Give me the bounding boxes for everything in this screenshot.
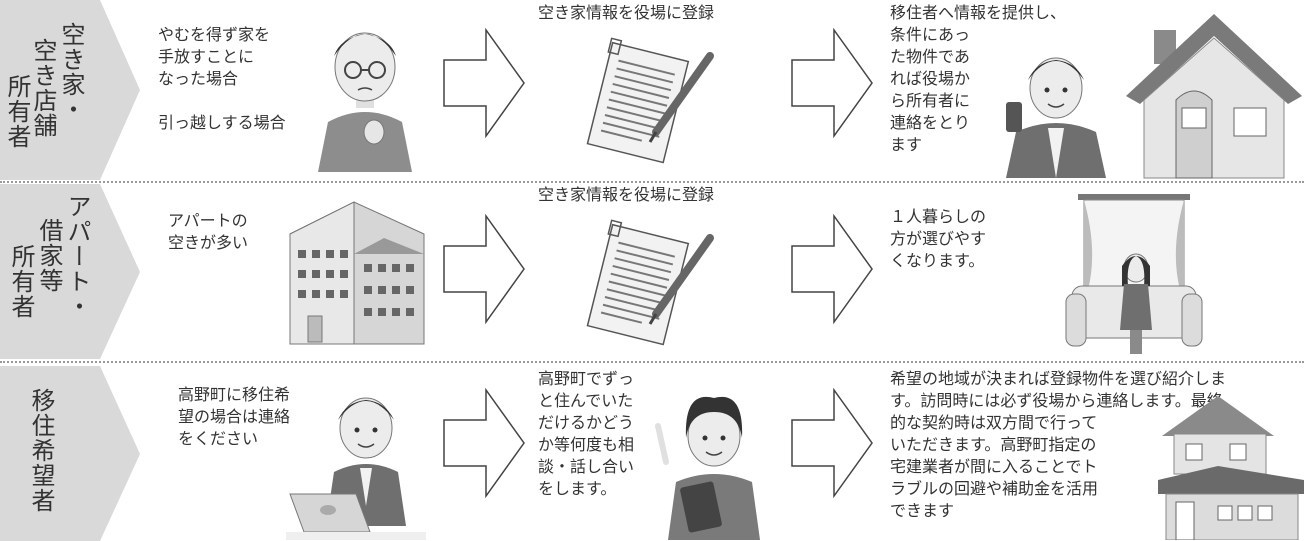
label-col-2: 空き店舗 — [29, 38, 57, 138]
document-pen-icon — [586, 37, 714, 164]
result-text: 希望の地域が決まれば登録物件を選び紹介しま す。訪問時には必ず役場から連絡します… — [890, 369, 1227, 520]
row-apartment-owner: アパート・ 借家等 所有者 アパートの 空きが多い 空き家情報を役場に登録 — [0, 184, 1304, 359]
smiling-man-phone-illustration — [1006, 57, 1106, 178]
label-col-1: 移住希望者 — [27, 388, 55, 513]
flow-arrow-2 — [791, 214, 873, 324]
label-col-3: 所有者 — [3, 74, 31, 149]
row-label-arrow — [0, 0, 140, 180]
man-with-laptop-illustration — [286, 397, 426, 540]
situation-text: やむを得ず家を 手放すことに なった場合 引っ越しする場合 — [158, 25, 286, 132]
two-story-house-illustration — [1158, 396, 1304, 540]
worried-man-illustration — [318, 32, 412, 172]
result-text: 移住者へ情報を提供し、 条件にあっ た物件であ れば役場か ら所有者に 連絡をと… — [890, 3, 1067, 154]
label-col-2: 借家等 — [35, 218, 63, 293]
result-text: １人暮らしの 方が選びやす くなります。 — [890, 207, 987, 270]
registration-text: 高野町でずっ と住んでいた だけるかどう か等何度も相 談・話し合い をします。 — [538, 369, 635, 498]
registration-text: 空き家情報を役場に登録 — [538, 3, 715, 22]
label-col-1: 空き家・ — [57, 22, 85, 122]
row-divider-2 — [0, 361, 1304, 363]
flow-arrow-1 — [443, 388, 525, 498]
row-label-arrow — [0, 366, 140, 541]
row-label-arrow — [0, 184, 140, 359]
flow-arrow-2 — [791, 388, 873, 498]
row-migration-applicant: 移住希望者 高野町に移住希 望の場合は連絡 をください 高野町でずっ と住んでい… — [0, 366, 1304, 541]
flow-arrow-1 — [443, 214, 525, 324]
woman-on-sofa-illustration — [1065, 194, 1203, 354]
situation-text: 高野町に移住希 望の場合は連絡 をください — [178, 385, 291, 448]
row-vacant-house-owner: 空き家・ 空き店舗 所有者 やむを得ず家を 手放すことに なった場合 引っ越しす… — [0, 0, 1304, 180]
row-divider-1 — [0, 181, 1304, 183]
label-col-3: 所有者 — [7, 244, 35, 319]
registration-text: 空き家情報を役場に登録 — [538, 185, 715, 204]
apartment-building-illustration — [289, 201, 425, 345]
document-pen-icon — [586, 219, 714, 346]
flow-arrow-1 — [443, 28, 525, 138]
label-col-1: アパート・ — [63, 194, 91, 319]
woman-with-tablet-illustration — [655, 396, 760, 540]
situation-text: アパートの 空きが多い — [168, 211, 249, 252]
house-illustration — [1126, 14, 1302, 179]
flow-arrow-2 — [791, 28, 873, 138]
